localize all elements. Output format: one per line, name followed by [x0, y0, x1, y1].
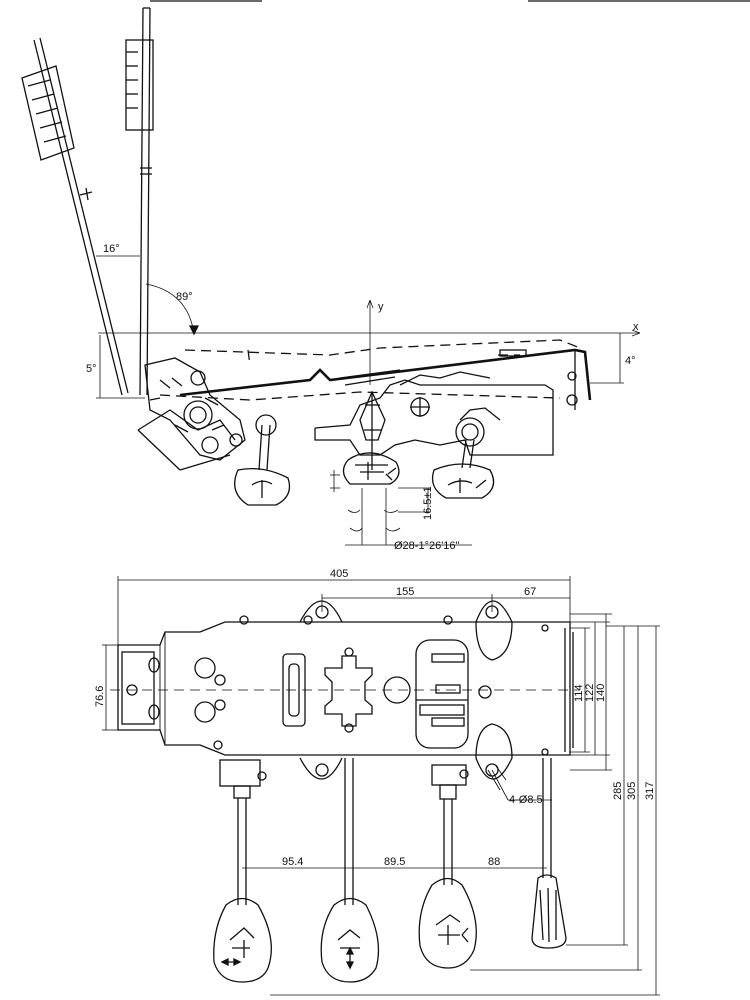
- lever-mount-2: [344, 758, 354, 905]
- center-mechanism: [339, 369, 401, 470]
- dim-317-label: 317: [644, 782, 656, 800]
- dim-155: 155: [321, 586, 493, 612]
- knob-2: [320, 897, 380, 983]
- y-axis-label: y: [378, 301, 384, 313]
- lever-mount-4: [487, 758, 552, 878]
- holes-callout: 4-Ø8.5: [491, 769, 552, 806]
- stroke-dim: 16.5±1: [330, 470, 434, 520]
- height-right-label: 4°: [625, 355, 636, 367]
- lever-mount-3: [431, 764, 469, 885]
- dim-95-4-label: 95.4: [282, 856, 303, 868]
- dim-67-label: 67: [524, 586, 536, 598]
- angle-16-label: 16°: [103, 243, 120, 255]
- dim-76-6: 76.6: [94, 644, 118, 731]
- tilted-bar: [21, 37, 129, 396]
- dim-89-5-label: 89.5: [384, 856, 405, 868]
- dim-76-6-label: 76.6: [94, 686, 106, 707]
- height-right-dim: 4°: [590, 333, 636, 384]
- x-axis-label: x: [633, 321, 639, 333]
- dim-285-305-317: 285 305 317: [270, 625, 660, 996]
- diameter-dim: Ø28-1°26'16": [345, 488, 472, 552]
- dim-114-label: 114: [573, 684, 585, 702]
- dim-114-122-140: 114 122 140: [570, 613, 612, 771]
- knob-1: [213, 897, 272, 983]
- dim-122-label: 122: [584, 684, 596, 702]
- side-view: 16° 89° x y 5° 4°: [21, 7, 641, 552]
- angle-16: 16°: [96, 243, 140, 257]
- lever-center-side: [342, 452, 400, 485]
- lever-mount-1: [219, 759, 267, 905]
- holes-callout-label: 4-Ø8.5: [509, 794, 543, 806]
- plan-plate-outline: [117, 621, 571, 756]
- lever-left-side: [234, 414, 291, 506]
- lower-housing: [314, 371, 554, 456]
- dim-67: 67: [492, 586, 570, 599]
- height-left-dim: 5°: [86, 335, 145, 399]
- left-mechanism: [137, 357, 246, 471]
- cross-fitting: [324, 647, 373, 733]
- dim-305-label: 305: [626, 782, 638, 800]
- plan-view: 405 155 67 76.6: [94, 568, 660, 996]
- angle-89: 89°: [145, 283, 200, 336]
- dim-285-label: 285: [612, 782, 624, 800]
- diameter-dim-label: Ø28-1°26'16": [394, 540, 460, 552]
- stroke-dim-label: 16.5±1: [422, 486, 434, 520]
- vertical-bar: [125, 7, 154, 396]
- lever-right-side: [431, 417, 495, 499]
- angle-89-label: 89°: [176, 291, 193, 303]
- dim-155-label: 155: [396, 586, 414, 598]
- knob-4: [531, 874, 567, 949]
- dim-lever-spacing: 95.4 89.5 88: [242, 856, 547, 869]
- knob-3: [418, 877, 477, 969]
- seat-plate: [159, 339, 592, 410]
- dim-88-label: 88: [488, 856, 500, 868]
- height-left-label: 5°: [86, 363, 97, 375]
- dim-405: 405: [117, 568, 571, 645]
- dim-405-label: 405: [330, 568, 348, 580]
- dim-140-label: 140: [595, 684, 607, 702]
